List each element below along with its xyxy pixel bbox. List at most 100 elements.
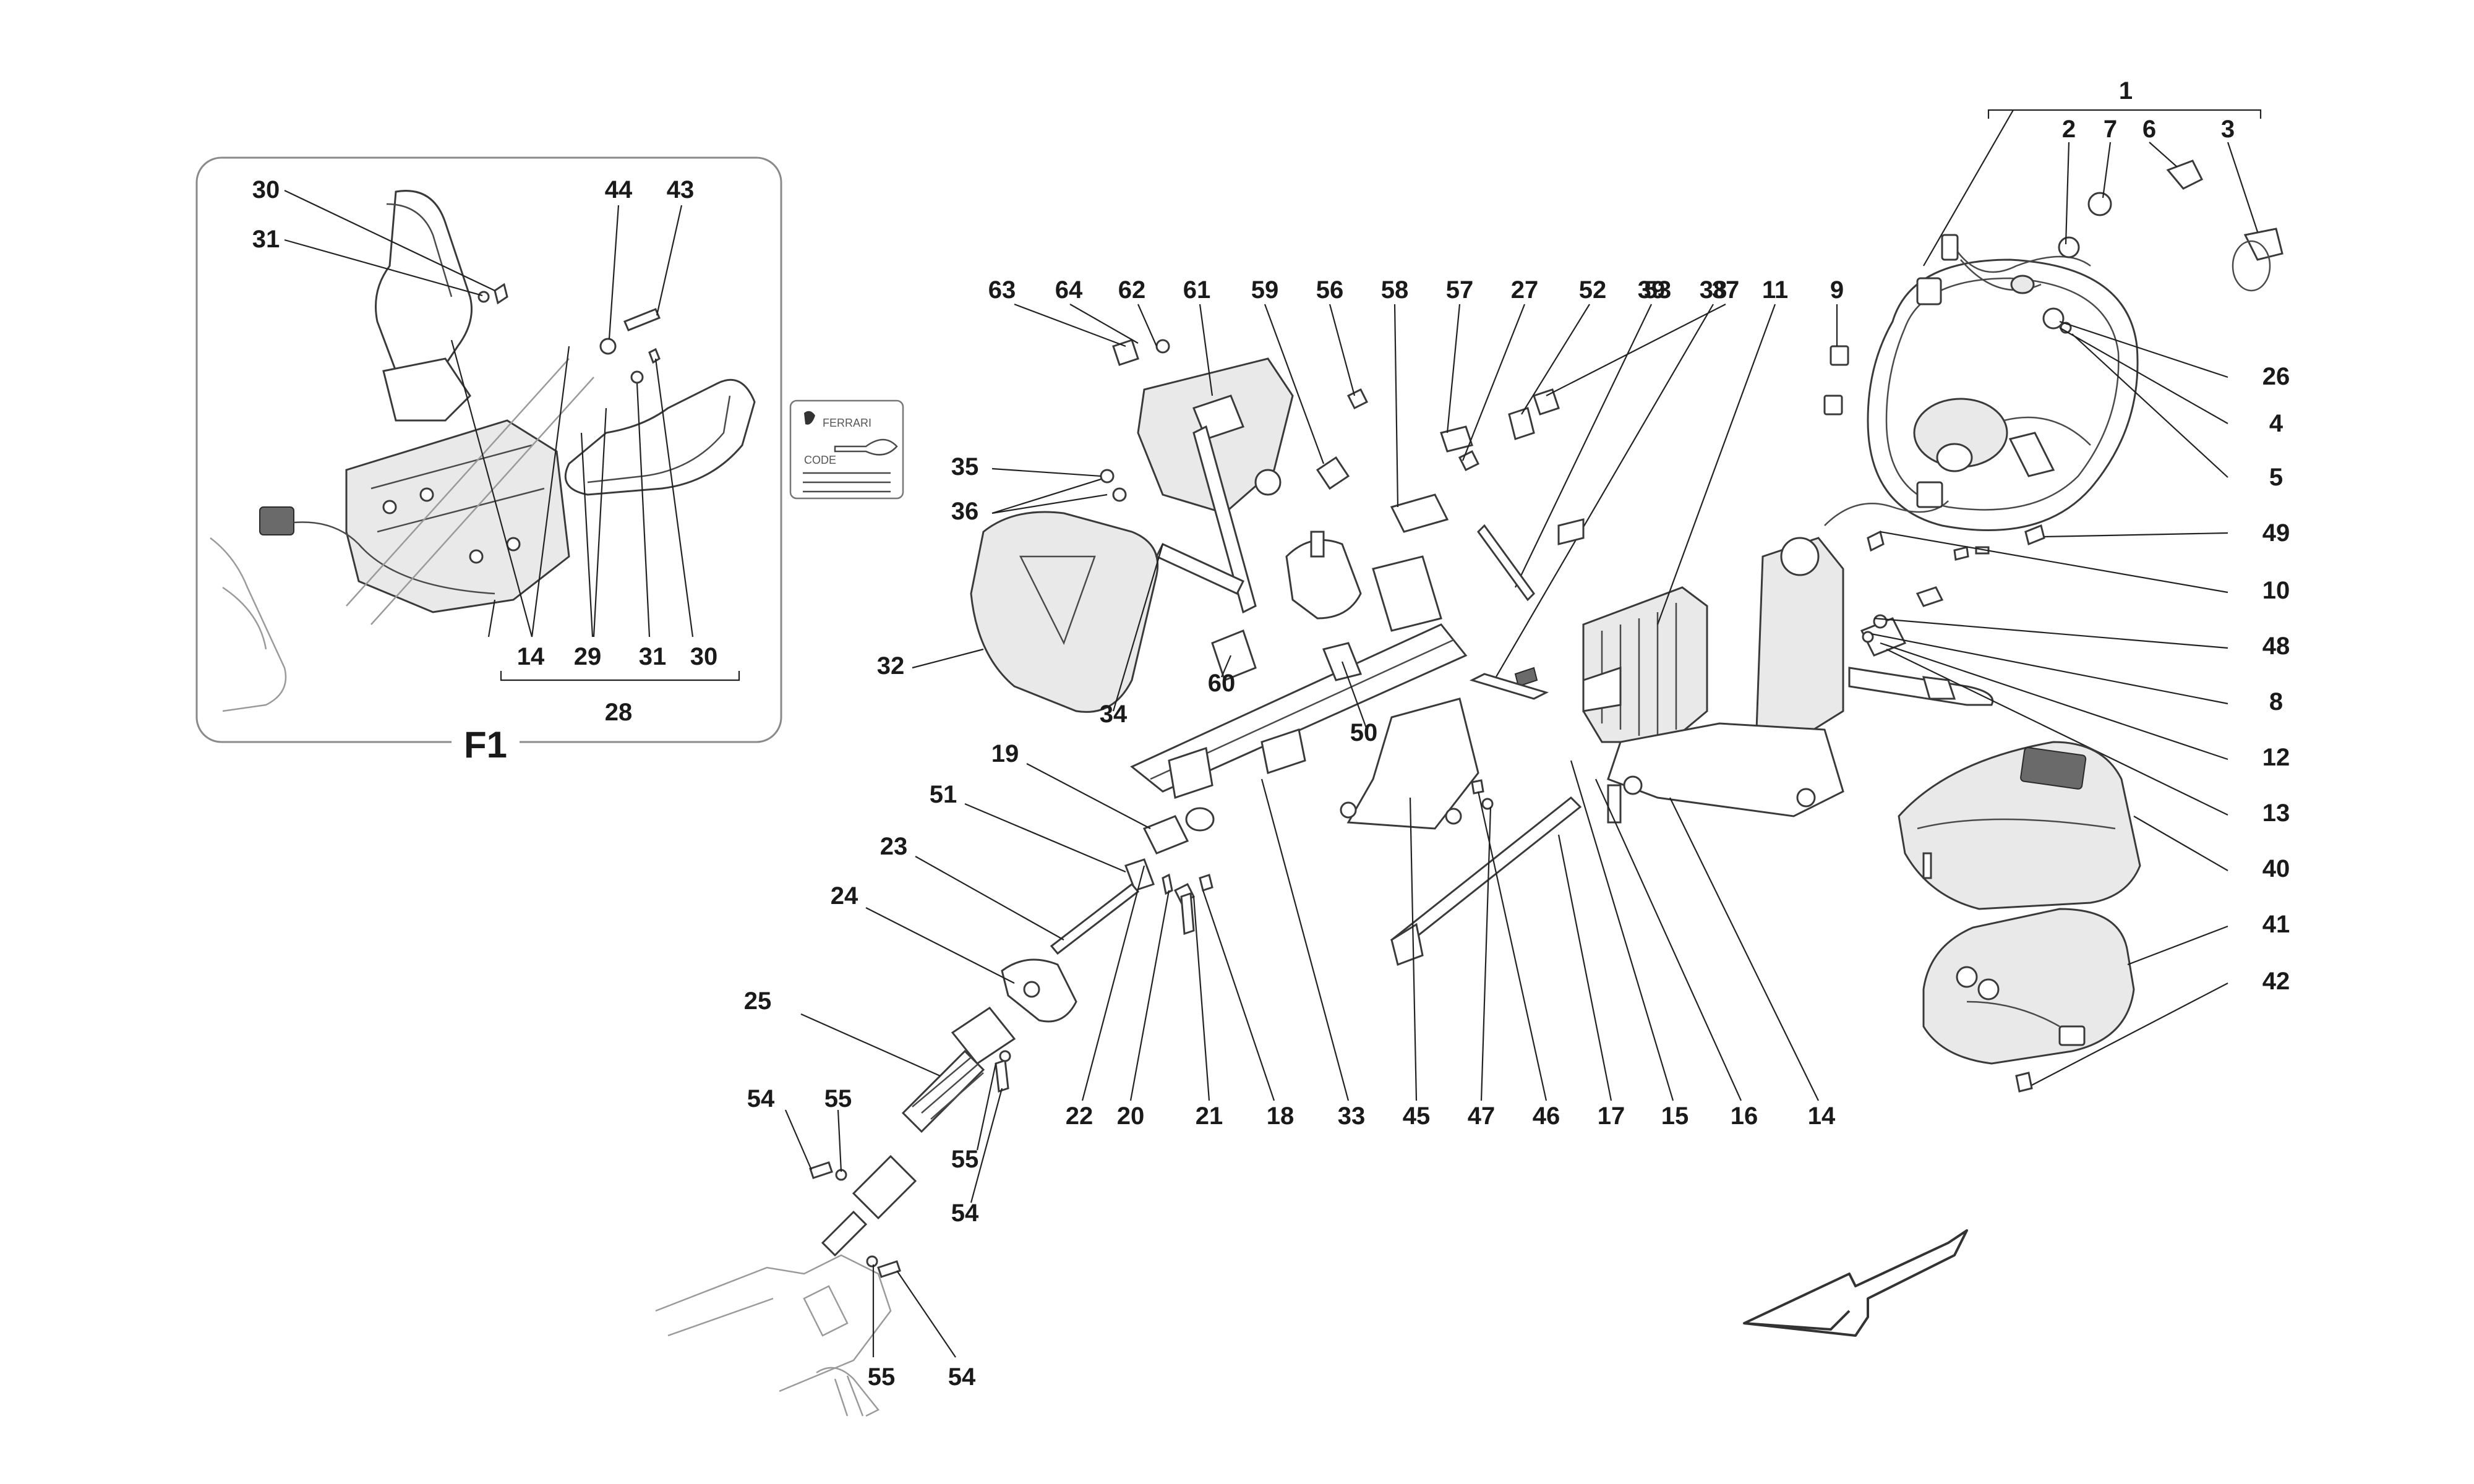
steering-wheel-rim bbox=[1867, 258, 2139, 531]
callout-26: 26 bbox=[2262, 363, 2290, 390]
emblem-6-icon bbox=[2166, 160, 2204, 190]
callout-55-lower: 55 bbox=[868, 1363, 896, 1391]
callout-57: 57 bbox=[1446, 276, 1474, 304]
callout-14-bottom: 14 bbox=[1808, 1102, 1836, 1130]
callout-31-inset-bottom: 31 bbox=[639, 643, 667, 670]
callout-54-upper: 54 bbox=[747, 1085, 775, 1112]
callout-39: 39 bbox=[1638, 276, 1666, 304]
callout-54-lower: 54 bbox=[948, 1363, 976, 1391]
callout-29-inset: 29 bbox=[574, 643, 602, 670]
callout-36: 36 bbox=[951, 498, 979, 525]
callout-7: 7 bbox=[2104, 116, 2117, 143]
bush-19 bbox=[1142, 815, 1189, 855]
callout-56: 56 bbox=[1316, 276, 1344, 304]
callout-52: 52 bbox=[1579, 276, 1607, 304]
callout-10: 10 bbox=[2262, 577, 2290, 604]
paddle-bracket bbox=[345, 419, 570, 613]
callout-45: 45 bbox=[1403, 1102, 1431, 1130]
callout-19: 19 bbox=[991, 740, 1019, 767]
callout-55-upper: 55 bbox=[824, 1085, 852, 1112]
steering-wheel-assembly bbox=[1867, 109, 2284, 555]
callout-54-middle: 54 bbox=[951, 1200, 979, 1227]
lower-steering-shaft bbox=[655, 763, 1612, 1417]
cap-49-icon bbox=[2024, 524, 2045, 546]
nut-21-icon bbox=[1199, 874, 1213, 892]
callout-38: 38 bbox=[1700, 276, 1727, 304]
callout-58: 58 bbox=[1381, 276, 1409, 304]
direction-arrow-icon bbox=[1743, 1229, 1968, 1337]
inset-title: F1 bbox=[464, 724, 507, 765]
u-joint-lower bbox=[852, 1154, 917, 1220]
callout-17: 17 bbox=[1598, 1102, 1625, 1130]
callout-60: 60 bbox=[1208, 670, 1236, 697]
callout-2: 2 bbox=[2062, 116, 2076, 143]
lock-housing-50 bbox=[1285, 539, 1362, 620]
callout-53: 53 bbox=[1644, 276, 1672, 304]
callout-47: 47 bbox=[1468, 1102, 1496, 1130]
shaft-23 bbox=[1050, 882, 1140, 955]
callout-4: 4 bbox=[2269, 410, 2284, 437]
callout-9: 9 bbox=[1830, 276, 1844, 304]
callout-35: 35 bbox=[951, 453, 979, 480]
paddle-shifter-left bbox=[375, 190, 473, 389]
wiper-stalk bbox=[1848, 667, 1993, 706]
callout-20: 20 bbox=[1117, 1102, 1145, 1130]
spacer-51 bbox=[1124, 858, 1155, 892]
callout-31-inset-top: 31 bbox=[252, 226, 280, 253]
callout-42: 42 bbox=[2262, 968, 2290, 995]
callout-16: 16 bbox=[1731, 1102, 1758, 1130]
column-bracket-14 bbox=[1607, 722, 1844, 817]
callout-14-inset: 14 bbox=[517, 643, 545, 670]
callout-63: 63 bbox=[988, 276, 1016, 304]
column-support-45 bbox=[1346, 697, 1479, 830]
callout-64: 64 bbox=[1055, 276, 1083, 304]
column-shroud-set bbox=[1898, 741, 2228, 1093]
inset-group-label: 28 bbox=[605, 699, 633, 726]
callout-40: 40 bbox=[2262, 855, 2290, 882]
horn-button-3-icon bbox=[2243, 228, 2284, 261]
bolt-43-icon bbox=[623, 308, 661, 331]
key-card-brand: FERRARI bbox=[823, 417, 871, 429]
paddle-switch bbox=[382, 357, 471, 422]
callout-24: 24 bbox=[831, 882, 858, 910]
callout-22: 22 bbox=[1066, 1102, 1094, 1130]
callout-5: 5 bbox=[2269, 464, 2283, 491]
callout-18: 18 bbox=[1267, 1102, 1295, 1130]
callout-62: 62 bbox=[1118, 276, 1146, 304]
callout-8: 8 bbox=[2269, 688, 2283, 715]
callout-33: 33 bbox=[1338, 1102, 1366, 1130]
callout-44-inset: 44 bbox=[605, 176, 633, 203]
inset-leader-lines bbox=[284, 190, 740, 681]
callout-23: 23 bbox=[880, 833, 908, 860]
callout-32: 32 bbox=[877, 652, 905, 680]
callout-11: 11 bbox=[1762, 276, 1788, 304]
callout-46: 46 bbox=[1533, 1102, 1560, 1130]
callout-27: 27 bbox=[1511, 276, 1539, 304]
callout-51: 51 bbox=[930, 781, 957, 808]
callout-21: 21 bbox=[1196, 1102, 1223, 1130]
callout-30-inset-top: 30 bbox=[252, 176, 280, 203]
bolt-20-icon bbox=[1180, 892, 1195, 936]
screw-42-icon bbox=[2015, 1072, 2033, 1093]
callout-3: 3 bbox=[2221, 116, 2235, 143]
u-joint-upper bbox=[951, 1006, 1016, 1065]
steering-column-switch-unit bbox=[1490, 304, 2228, 1101]
callout-61: 61 bbox=[1183, 276, 1211, 304]
badge-7-icon bbox=[2087, 192, 2112, 216]
callout-59: 59 bbox=[1251, 276, 1279, 304]
pedal-support-bracket bbox=[912, 303, 1726, 966]
callout-48: 48 bbox=[2262, 633, 2290, 660]
ferrari-key-card-icon: FERRARI CODE bbox=[789, 399, 904, 500]
lower-shroud-41 bbox=[1922, 908, 2135, 1065]
callout-30-inset-bottom: 30 bbox=[690, 643, 718, 670]
callout-37: 37 bbox=[1712, 276, 1740, 304]
washer-44-icon bbox=[599, 338, 617, 355]
callout-43-inset: 43 bbox=[667, 176, 695, 203]
callout-1: 1 bbox=[2119, 77, 2133, 104]
connector-plug-icon bbox=[259, 506, 294, 535]
bracket-32 bbox=[970, 511, 1159, 713]
callout-15: 15 bbox=[1661, 1102, 1689, 1130]
inset-f1-panel: 30 31 44 43 14 29 31 30 28 F1 bbox=[195, 156, 782, 765]
callout-34: 34 bbox=[1100, 701, 1128, 728]
